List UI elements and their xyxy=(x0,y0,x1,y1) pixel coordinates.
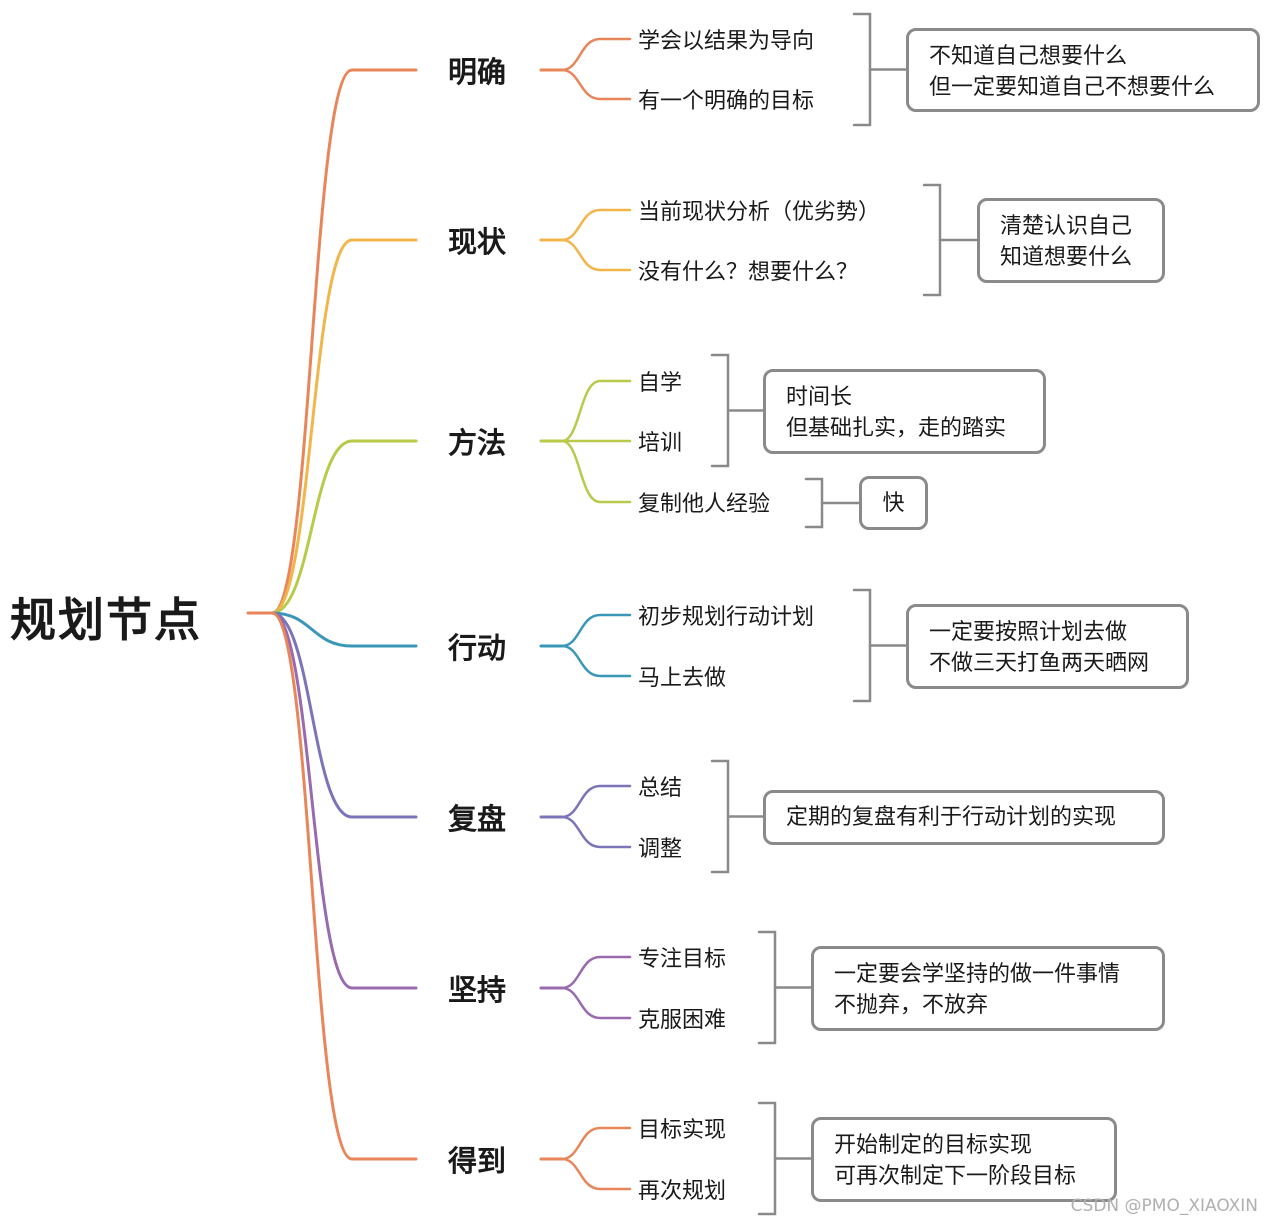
branch-2-bracket-1 xyxy=(922,183,942,297)
branch-1-label: 明确 xyxy=(448,55,507,89)
branch-7-label: 得到 xyxy=(448,1144,507,1178)
note-line: 不抛弃，不放弃 xyxy=(834,993,989,1018)
branch-1-leaf-1: 学会以结果为导向 xyxy=(638,29,815,54)
branch-3-leaf-1: 自学 xyxy=(638,371,683,396)
branch-7-connector xyxy=(270,611,418,1161)
note-line: 可再次制定下一阶段目标 xyxy=(834,1164,1077,1189)
branch-4-connector xyxy=(270,611,418,648)
note-line: 知道想要什么 xyxy=(1000,245,1133,270)
note-line: 清楚认识自己 xyxy=(1000,214,1133,239)
root-node: 规划节点 xyxy=(10,593,202,647)
branch-7-leaf-1: 目标实现 xyxy=(638,1118,727,1143)
branch-2-leaf-2: 没有什么？想要什么？ xyxy=(638,260,859,285)
branch-5-note-1: 定期的复盘有利于行动计划的实现 xyxy=(763,790,1165,845)
branch-7-leaf-1-connector xyxy=(560,1126,632,1161)
branch-1-bracket-1 xyxy=(852,12,872,127)
branch-4-label: 行动 xyxy=(448,631,507,665)
branch-7-note-1: 开始制定的目标实现可再次制定下一阶段目标 xyxy=(811,1117,1117,1202)
branch-4-leaf-2: 马上去做 xyxy=(638,666,727,691)
watermark: CSDN @PMO_XIAOXIN xyxy=(1070,1196,1258,1216)
note-line: 一定要按照计划去做 xyxy=(929,620,1128,645)
branch-6-connector xyxy=(270,611,418,990)
branch-3-leaf-3-connector xyxy=(560,439,632,504)
note-line: 不做三天打鱼两天晒网 xyxy=(929,651,1150,676)
branch-6-bracket-1 xyxy=(757,930,777,1045)
note-line: 开始制定的目标实现 xyxy=(834,1133,1033,1158)
branch-2-leaf-1-connector xyxy=(560,208,632,242)
branch-3-note-1: 时间长但基础扎实，走的踏实 xyxy=(763,369,1046,454)
branch-6-note-1: 一定要会学坚持的做一件事情不抛弃，不放弃 xyxy=(811,946,1165,1031)
branch-4-note-1: 一定要按照计划去做不做三天打鱼两天晒网 xyxy=(906,604,1189,689)
branch-5-leaf-1-connector xyxy=(560,784,632,819)
branch-5-connector xyxy=(270,611,418,819)
branch-1-leaf-2: 有一个明确的目标 xyxy=(638,89,815,114)
branch-1-leaf-1-connector xyxy=(560,37,632,72)
branch-2-leaf-2-connector xyxy=(560,238,632,272)
branch-6-label: 坚持 xyxy=(448,973,507,1007)
note-line: 时间长 xyxy=(786,385,853,410)
branch-3-bracket-1 xyxy=(710,353,730,468)
note-line: 但一定要知道自己不想要什么 xyxy=(929,75,1216,100)
branch-6-leaf-2: 克服困难 xyxy=(638,1008,727,1033)
note-line: 快 xyxy=(882,490,905,516)
branch-4-leaf-1-connector xyxy=(560,613,632,648)
branch-5-leaf-2: 调整 xyxy=(638,837,683,862)
branch-5-label: 复盘 xyxy=(448,802,507,836)
branch-6-leaf-2-connector xyxy=(560,986,632,1020)
branch-2-label: 现状 xyxy=(448,225,507,259)
branch-1-note-1: 不知道自己想要什么但一定要知道自己不想要什么 xyxy=(906,28,1260,112)
branch-5-bracket-1 xyxy=(710,759,730,874)
branch-3-leaf-1-connector xyxy=(560,379,632,443)
branch-3-leaf-3: 复制他人经验 xyxy=(638,492,771,517)
branch-4-leaf-1: 初步规划行动计划 xyxy=(638,605,815,630)
branch-4-leaf-2-connector xyxy=(560,644,632,678)
branch-4-bracket-1 xyxy=(852,588,872,703)
branch-7-leaf-2: 再次规划 xyxy=(638,1179,727,1204)
branch-3-note-2: 快 xyxy=(859,476,928,530)
branch-3-leaf-2: 培训 xyxy=(638,431,683,456)
branch-5-leaf-1: 总结 xyxy=(638,776,683,801)
branch-1-connector xyxy=(270,68,418,615)
note-line: 一定要会学坚持的做一件事情 xyxy=(834,962,1121,987)
branch-7-bracket-1 xyxy=(757,1101,777,1216)
branch-3-label: 方法 xyxy=(448,426,507,460)
branch-2-leaf-1: 当前现状分析（优劣势） xyxy=(638,200,881,225)
branch-2-note-1: 清楚认识自己知道想要什么 xyxy=(977,198,1165,283)
note-line: 定期的复盘有利于行动计划的实现 xyxy=(786,805,1117,830)
branch-6-leaf-1-connector xyxy=(560,955,632,990)
branch-3-bracket-2 xyxy=(804,477,824,529)
branch-5-leaf-2-connector xyxy=(560,815,632,849)
note-line: 但基础扎实，走的踏实 xyxy=(786,416,1007,441)
branch-2-connector xyxy=(270,238,418,615)
branch-7-leaf-2-connector xyxy=(560,1157,632,1191)
branch-6-leaf-1: 专注目标 xyxy=(638,947,727,972)
branch-1-leaf-2-connector xyxy=(560,68,632,101)
branch-3-connector xyxy=(270,439,418,615)
note-line: 不知道自己想要什么 xyxy=(929,44,1128,69)
